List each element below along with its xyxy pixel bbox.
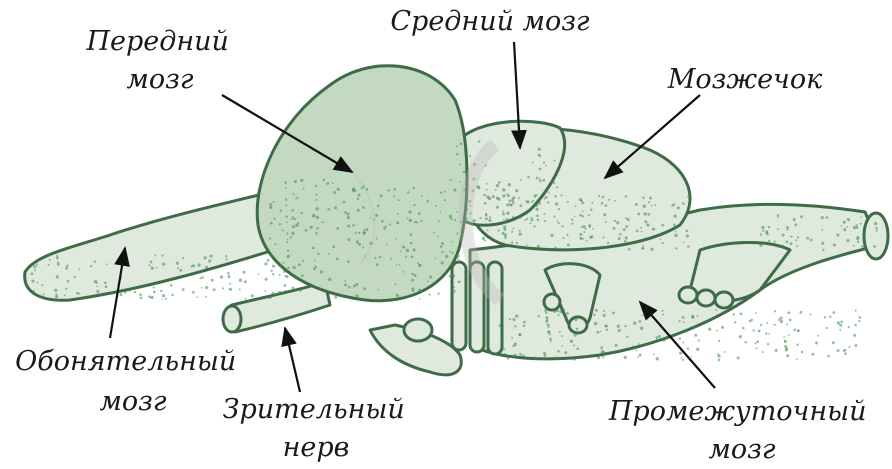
label-diencephalon: Промежуточный мозг <box>608 396 875 465</box>
label-diencephalon-line1: Промежуточный <box>608 396 867 427</box>
label-forebrain-line2: мозг <box>126 64 193 95</box>
label-diencephalon-line2: мозг <box>708 434 775 465</box>
label-optic-nerve: Зрительный нерв <box>223 394 414 463</box>
label-optic-nerve-line1: Зрительный <box>223 394 405 425</box>
pituitary <box>404 319 432 341</box>
label-forebrain-line1: Передний <box>85 26 228 57</box>
label-olfactory-line1: Обонятельный <box>15 346 236 377</box>
label-olfactory-line2: мозг <box>99 386 166 417</box>
label-olfactory: Обонятельный мозг <box>15 346 245 417</box>
arrow-optic-nerve <box>285 328 300 392</box>
label-midbrain-line1: Средний мозг <box>390 6 590 37</box>
label-optic-nerve-line2: нерв <box>283 432 350 463</box>
brain-illustration <box>25 66 888 375</box>
optic-nerve-end <box>223 306 241 332</box>
label-cerebellum: Мозжечок <box>667 64 823 95</box>
label-cerebellum-line1: Мозжечок <box>667 64 823 95</box>
spinal-cord-end <box>864 213 888 259</box>
label-forebrain: Передний мозг <box>85 26 237 95</box>
label-midbrain: Средний мозг <box>390 6 590 37</box>
